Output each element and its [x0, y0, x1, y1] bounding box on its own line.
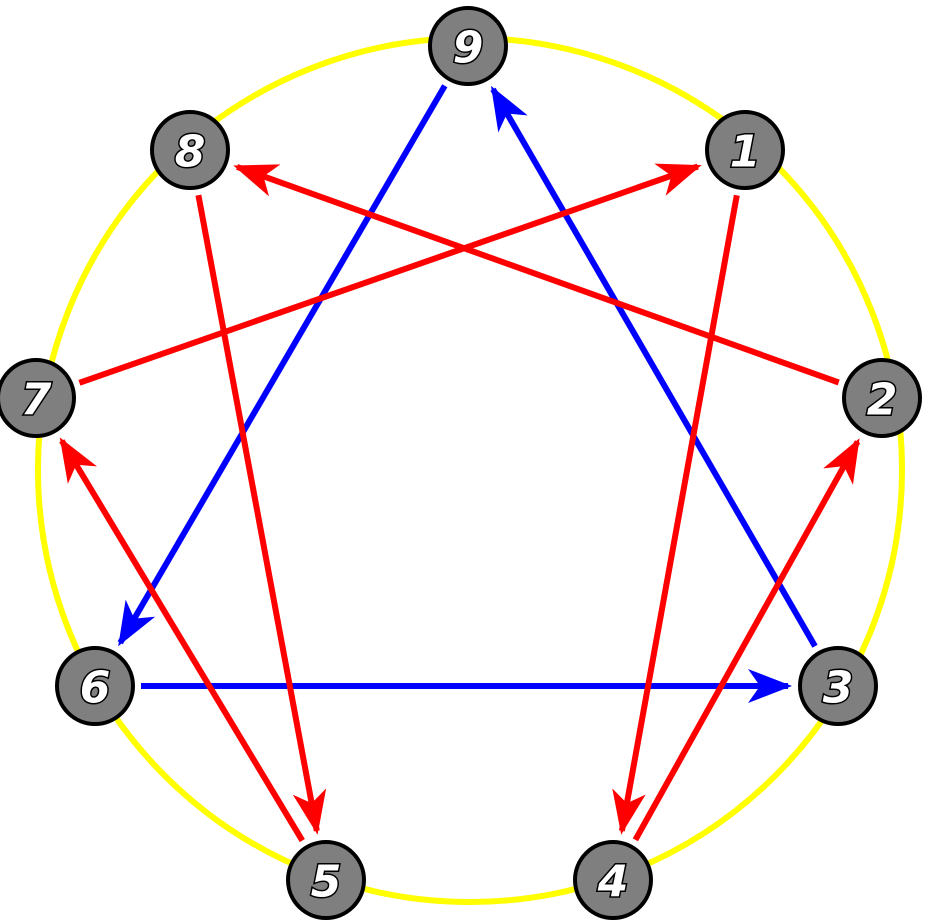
arrow-8-to-5: [195, 194, 327, 835]
arrow-5-to-7: [59, 437, 305, 843]
node-8: 8: [150, 110, 230, 190]
node-label: 8: [175, 127, 206, 178]
node-circle: [705, 110, 785, 190]
node-4: 4: [573, 840, 653, 920]
node-circle: [0, 358, 76, 438]
edges-group: [59, 84, 861, 843]
node-label: 4: [597, 857, 629, 908]
arrow-9-to-6: [117, 84, 448, 647]
node-label: 1: [730, 127, 761, 178]
arrow-3-to-9: [490, 85, 818, 648]
node-circle: [286, 840, 366, 920]
node-circle: [842, 358, 922, 438]
node-circle: [55, 646, 135, 726]
arrow-7-to-1: [78, 163, 702, 386]
node-1: 1: [705, 110, 785, 190]
node-label: 2: [867, 375, 898, 426]
node-3: 3: [798, 646, 878, 726]
nodes-group: 9 1 2 3 4 5 6 7 8: [0, 6, 922, 920]
arrow-2-to-8: [233, 164, 840, 386]
node-7: 7: [0, 358, 76, 438]
node-circle: [573, 840, 653, 920]
node-2: 2: [842, 358, 922, 438]
arrow-4-to-2: [632, 438, 861, 842]
node-circle: [150, 110, 230, 190]
node-label: 9: [453, 23, 484, 74]
node-5: 5: [286, 840, 366, 920]
node-6: 6: [55, 646, 135, 726]
node-9: 9: [428, 6, 508, 86]
node-circle: [428, 6, 508, 86]
node-label: 3: [823, 663, 854, 714]
node-label: 5: [311, 857, 342, 908]
node-label: 6: [80, 663, 111, 714]
node-label: 7: [21, 375, 52, 426]
node-circle: [798, 646, 878, 726]
arrow-1-to-4: [612, 194, 740, 835]
